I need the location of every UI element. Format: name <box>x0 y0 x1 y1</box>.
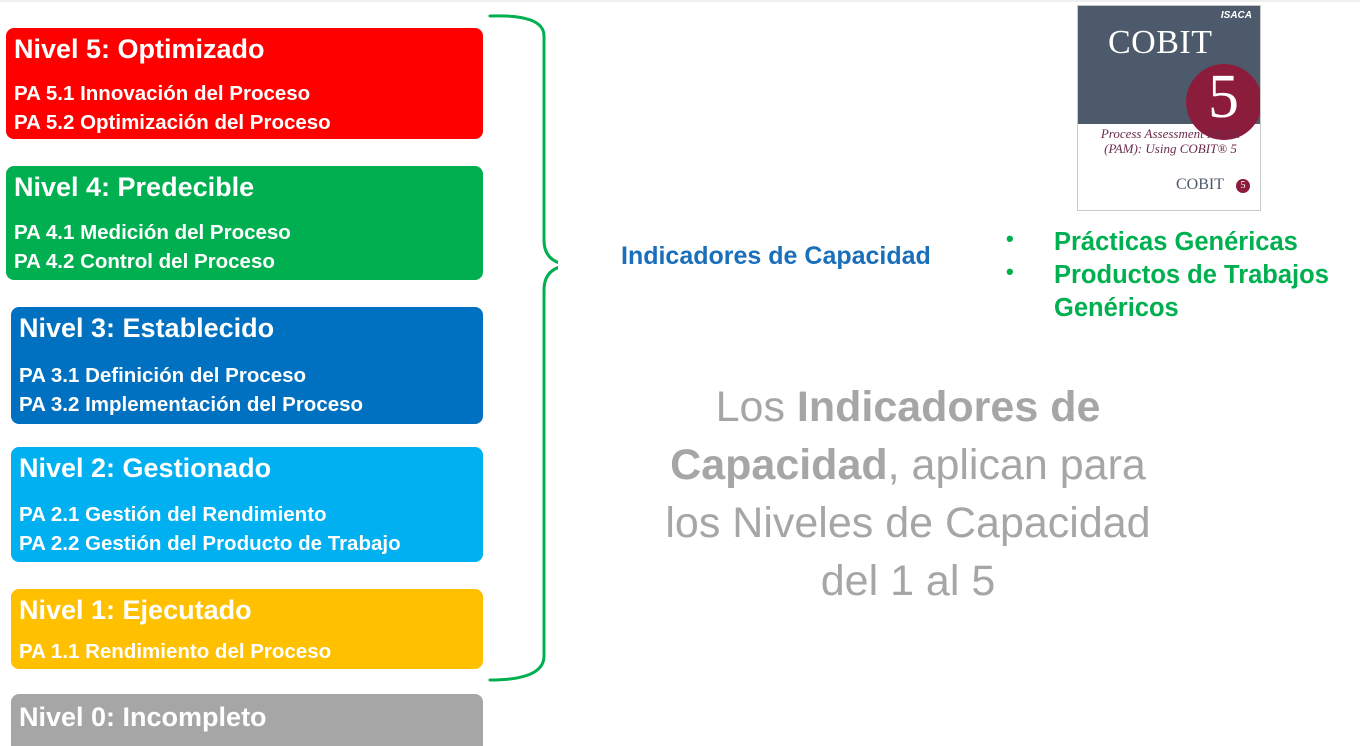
cobit-wordmark: COBIT <box>1108 24 1213 61</box>
level-1-box: Nivel 1: Ejecutado PA 1.1 Rendimiento de… <box>11 589 483 669</box>
level-5-title: Nivel 5: Optimizado <box>14 34 265 64</box>
bullet-dot-icon: • <box>1006 226 1014 251</box>
capability-indicators-label: Indicadores de Capacidad <box>621 242 931 270</box>
capability-statement: Los Indicadores de Capacidad, aplican pa… <box>665 383 1151 605</box>
cobit-small-logo: COBIT <box>1176 176 1224 193</box>
top-rule <box>0 0 1360 2</box>
cover-subtitle: Process Assessment Model (PAM): Using CO… <box>1100 126 1241 156</box>
level-2-attribute-1: PA 2.1 Gestión del Rendimiento <box>19 503 327 526</box>
level-3-box: Nivel 3: Establecido PA 3.1 Definición d… <box>11 307 483 424</box>
level-4-attribute-1: PA 4.1 Medición del Proceso <box>14 221 291 244</box>
level-1-title: Nivel 1: Ejecutado <box>19 595 252 625</box>
level-5-attribute-1: PA 5.1 Innovación del Proceso <box>14 82 311 105</box>
level-5-attribute-2: PA 5.2 Optimización del Proceso <box>14 111 331 134</box>
level-3-attribute-1: PA 3.1 Definición del Proceso <box>19 364 307 387</box>
level-0-title: Nivel 0: Incompleto <box>19 702 267 732</box>
level-2-title: Nivel 2: Gestionado <box>19 453 272 483</box>
isaca-logo: ISACA <box>1220 10 1252 21</box>
level-2-box: Nivel 2: Gestionado PA 2.1 Gestión del R… <box>11 447 483 562</box>
level-4-box: Nivel 4: Predecible PA 4.1 Medición del … <box>6 166 483 280</box>
cobit-book-cover-image: ISACA COBIT 5 Process Assessment Model (… <box>1077 5 1261 211</box>
level-4-title: Nivel 4: Predecible <box>14 172 255 202</box>
level-3-title: Nivel 3: Establecido <box>19 313 275 343</box>
grouping-brace <box>488 14 558 682</box>
statement-emphasis-2: Capacidad <box>670 441 888 489</box>
statement-emphasis-1: Indicadores de <box>796 383 1101 431</box>
edition-circle-icon <box>1186 64 1260 140</box>
level-4-attribute-2: PA 4.2 Control del Proceso <box>14 250 275 273</box>
bullet-dot-icon: • <box>1006 259 1014 284</box>
small-five-icon: 5 <box>1236 179 1250 193</box>
level-0-box: Nivel 0: Incompleto <box>11 694 483 746</box>
level-5-box: Nivel 5: Optimizado PA 5.1 Innovación de… <box>6 28 483 139</box>
level-2-attribute-2: PA 2.2 Gestión del Producto de Trabajo <box>19 532 401 555</box>
level-3-attribute-2: PA 3.2 Implementación del Proceso <box>19 393 364 416</box>
edition-number: 5 <box>1208 63 1239 131</box>
level-1-attribute-1: PA 1.1 Rendimiento del Proceso <box>19 640 332 663</box>
